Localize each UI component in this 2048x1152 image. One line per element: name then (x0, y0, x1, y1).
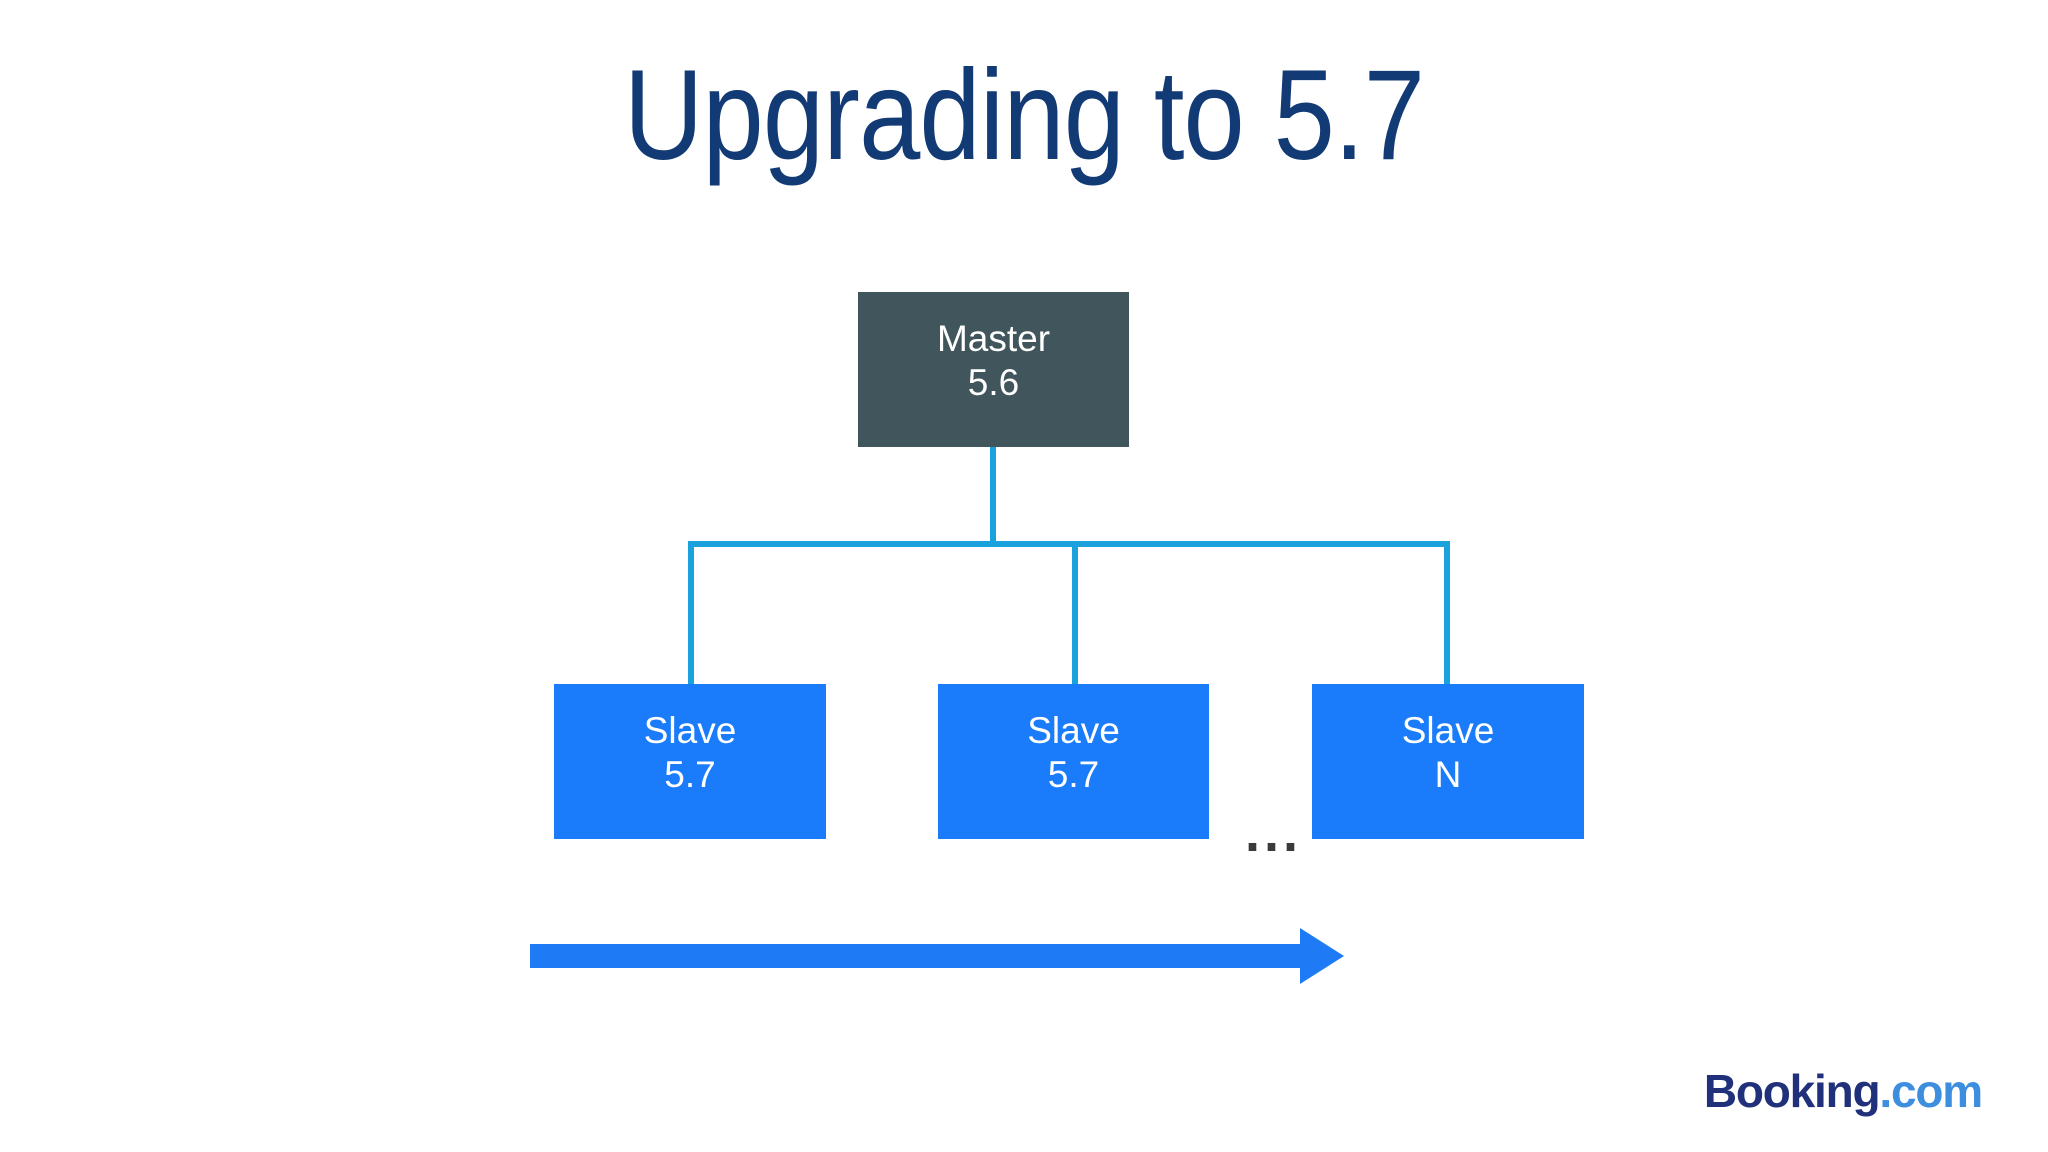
progress-arrow-icon (530, 928, 1344, 984)
node-master: Master 5.6 (858, 292, 1129, 447)
node-slave-n: Slave N (1312, 684, 1584, 839)
node-slave-n-role: Slave (1401, 709, 1495, 751)
node-slave-2-text: Slave 5.7 (1027, 709, 1120, 796)
connector-horizontal-bus (688, 541, 1450, 547)
node-slave-2-version: 5.7 (1047, 753, 1100, 795)
node-slave-1-role: Slave (643, 709, 737, 751)
node-slave-1: Slave 5.7 (554, 684, 826, 839)
node-slave-n-text: Slave N (1402, 709, 1495, 796)
ellipsis-indicator: ... (1245, 803, 1303, 863)
connector-drop-slave-1 (688, 541, 694, 686)
node-master-version: 5.6 (967, 361, 1020, 403)
node-slave-2: Slave 5.7 (938, 684, 1209, 839)
node-master-role: Master (936, 317, 1051, 359)
node-master-text: Master 5.6 (937, 317, 1050, 404)
connector-drop-slave-2 (1072, 541, 1078, 686)
node-slave-n-version: N (1434, 753, 1462, 795)
connector-drop-slave-3 (1444, 541, 1450, 686)
node-slave-1-text: Slave 5.7 (644, 709, 737, 796)
node-slave-2-role: Slave (1027, 709, 1120, 751)
connector-master-stem (990, 447, 996, 547)
booking-com-logo: Booking.com (1703, 1064, 1983, 1118)
node-slave-1-version: 5.7 (664, 753, 716, 795)
page-title: Upgrading to 5.7 (623, 44, 1425, 187)
brand-name: Booking (1703, 1065, 1881, 1117)
brand-tld: .com (1879, 1065, 1983, 1117)
